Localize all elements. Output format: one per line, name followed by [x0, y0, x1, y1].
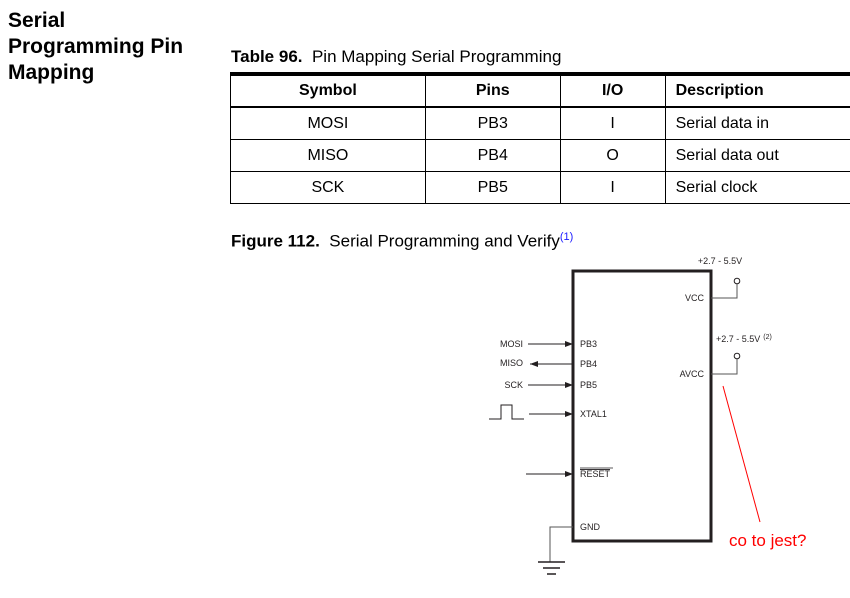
- signal-label-miso: MISO: [500, 358, 523, 368]
- cell-pins: PB5: [424, 171, 561, 204]
- cell-symbol: MOSI: [230, 106, 426, 140]
- pin-label-pb4: PB4: [580, 359, 597, 369]
- vcc-wire: [711, 284, 738, 299]
- figure-caption-text: Serial Programming and Verify: [329, 231, 560, 251]
- avcc-wire: [711, 359, 738, 375]
- signal-label-mosi: MOSI: [500, 339, 523, 349]
- clock-pulse-icon: [489, 404, 524, 420]
- pin-label-xtal1: XTAL1: [580, 409, 607, 419]
- signal-label-sck: SCK: [504, 380, 523, 390]
- figure-caption-label: Figure 112.: [231, 231, 320, 251]
- figure-caption: Figure 112. Serial Programming and Verif…: [231, 226, 573, 253]
- figure-caption-note: (1): [559, 231, 574, 243]
- cell-io: I: [559, 171, 666, 204]
- cell-symbol: MISO: [230, 139, 426, 172]
- pin-mapping-table: Symbol Pins I/O Description MOSI PB3 I S…: [230, 72, 850, 204]
- pin-label-reset: RESET: [580, 469, 611, 479]
- section-title: Serial Programming Pin Mapping: [8, 8, 183, 86]
- cell-symbol: SCK: [230, 171, 426, 204]
- pin-label-avcc: AVCC: [680, 369, 705, 379]
- section-title-line: Serial: [8, 9, 66, 32]
- column-header-pins: Pins: [424, 73, 561, 108]
- pin-label-vcc: VCC: [685, 293, 705, 303]
- table-caption: Table 96. Pin Mapping Serial Programming: [231, 46, 561, 68]
- cell-io: O: [559, 139, 666, 172]
- chip-body: [571, 269, 713, 543]
- table-row: SCK PB5 I Serial clock: [230, 171, 850, 204]
- avcc-supply-label: +2.7 - 5.5V(2): [716, 334, 772, 344]
- pin-label-gnd: GND: [580, 522, 601, 532]
- pin-label-pb3: PB3: [580, 339, 597, 349]
- column-header-symbol: Symbol: [230, 73, 426, 108]
- table-row: MOSI PB3 I Serial data in: [230, 106, 850, 140]
- section-title-line: Programming Pin: [8, 35, 184, 58]
- cell-description: Serial clock: [664, 171, 850, 204]
- table-caption-text: Pin Mapping Serial Programming: [311, 47, 562, 66]
- vcc-supply-label: +2.7 - 5.5V: [698, 256, 742, 266]
- annotation-pointer-line: [722, 385, 761, 523]
- avcc-terminal-icon: [733, 352, 741, 360]
- vcc-terminal-icon: [733, 277, 741, 285]
- table-row: MISO PB4 O Serial data out: [230, 139, 850, 172]
- avcc-supply-value: +2.7 - 5.5V: [716, 334, 760, 344]
- cell-pins: PB4: [424, 139, 561, 172]
- table-caption-label: Table 96.: [231, 47, 303, 66]
- gnd-wire: [549, 526, 573, 562]
- column-header-description: Description: [664, 73, 850, 108]
- pin-label-pb5: PB5: [580, 380, 597, 390]
- cell-description: Serial data out: [664, 139, 850, 172]
- table-header-row: Symbol Pins I/O Description: [230, 73, 850, 108]
- annotation-text: co to jest?: [729, 531, 807, 550]
- column-header-io: I/O: [559, 73, 666, 108]
- section-title-line: Mapping: [8, 61, 95, 84]
- avcc-supply-note: (2): [763, 334, 772, 341]
